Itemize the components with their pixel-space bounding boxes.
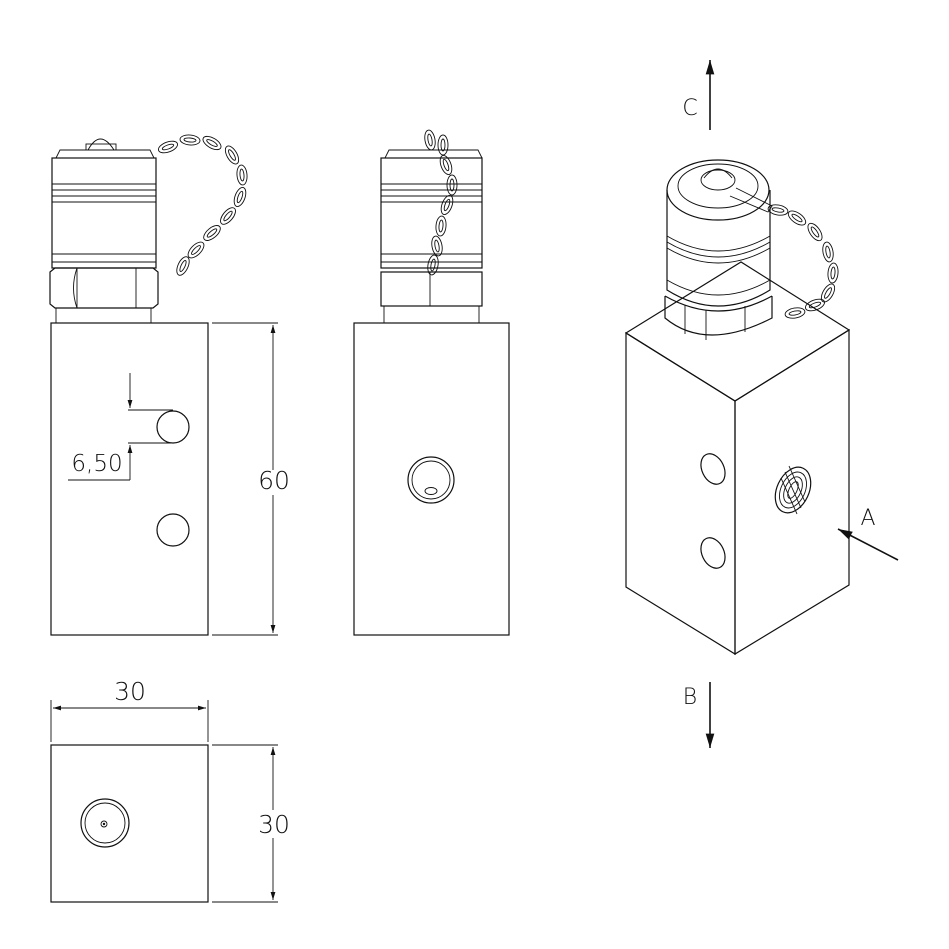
front-coupling <box>51 138 157 269</box>
iso-upper-hole <box>700 453 726 485</box>
width-label: 30 <box>114 677 146 706</box>
iso-threaded-port <box>774 465 812 515</box>
front-lower-hole <box>156 513 190 547</box>
isometric-view: C B A <box>624 60 899 748</box>
flow-arrow-down: B <box>683 682 715 748</box>
iso-coupling <box>666 159 773 307</box>
outlet-down-label: B <box>683 685 697 710</box>
hole-spacing-label: 6,50 <box>71 451 122 477</box>
hole-spacing-dimension: 6,50 <box>68 373 173 481</box>
iso-lower-hole <box>700 537 726 569</box>
front-body-outline <box>50 322 209 636</box>
inlet-label: A <box>860 506 875 531</box>
depth-label: 30 <box>258 810 290 839</box>
side-coupling <box>380 149 483 269</box>
iso-hex-nut <box>664 295 773 340</box>
bottom-view: 30 30 <box>50 677 290 903</box>
height-dimension: 60 <box>212 322 290 636</box>
iso-chain <box>766 202 840 321</box>
outlet-up-label: C <box>682 96 697 121</box>
side-body-outline <box>353 322 510 636</box>
front-chain <box>156 133 249 278</box>
height-label: 60 <box>258 466 290 495</box>
iso-block <box>624 261 851 656</box>
flow-arrow-up: C <box>682 60 715 130</box>
front-hex-nut <box>49 267 159 324</box>
bottom-body-outline <box>50 744 209 903</box>
flow-arrow-inlet: A <box>837 506 899 561</box>
depth-dimension: 30 <box>212 744 290 903</box>
front-view: 60 6,50 <box>49 133 290 636</box>
side-hex-nut <box>380 271 483 324</box>
front-upper-hole <box>156 410 190 444</box>
side-center-fitting <box>407 456 455 504</box>
side-view <box>353 128 510 636</box>
bottom-center-fitting <box>80 798 130 848</box>
width-dimension: 30 <box>50 677 209 742</box>
